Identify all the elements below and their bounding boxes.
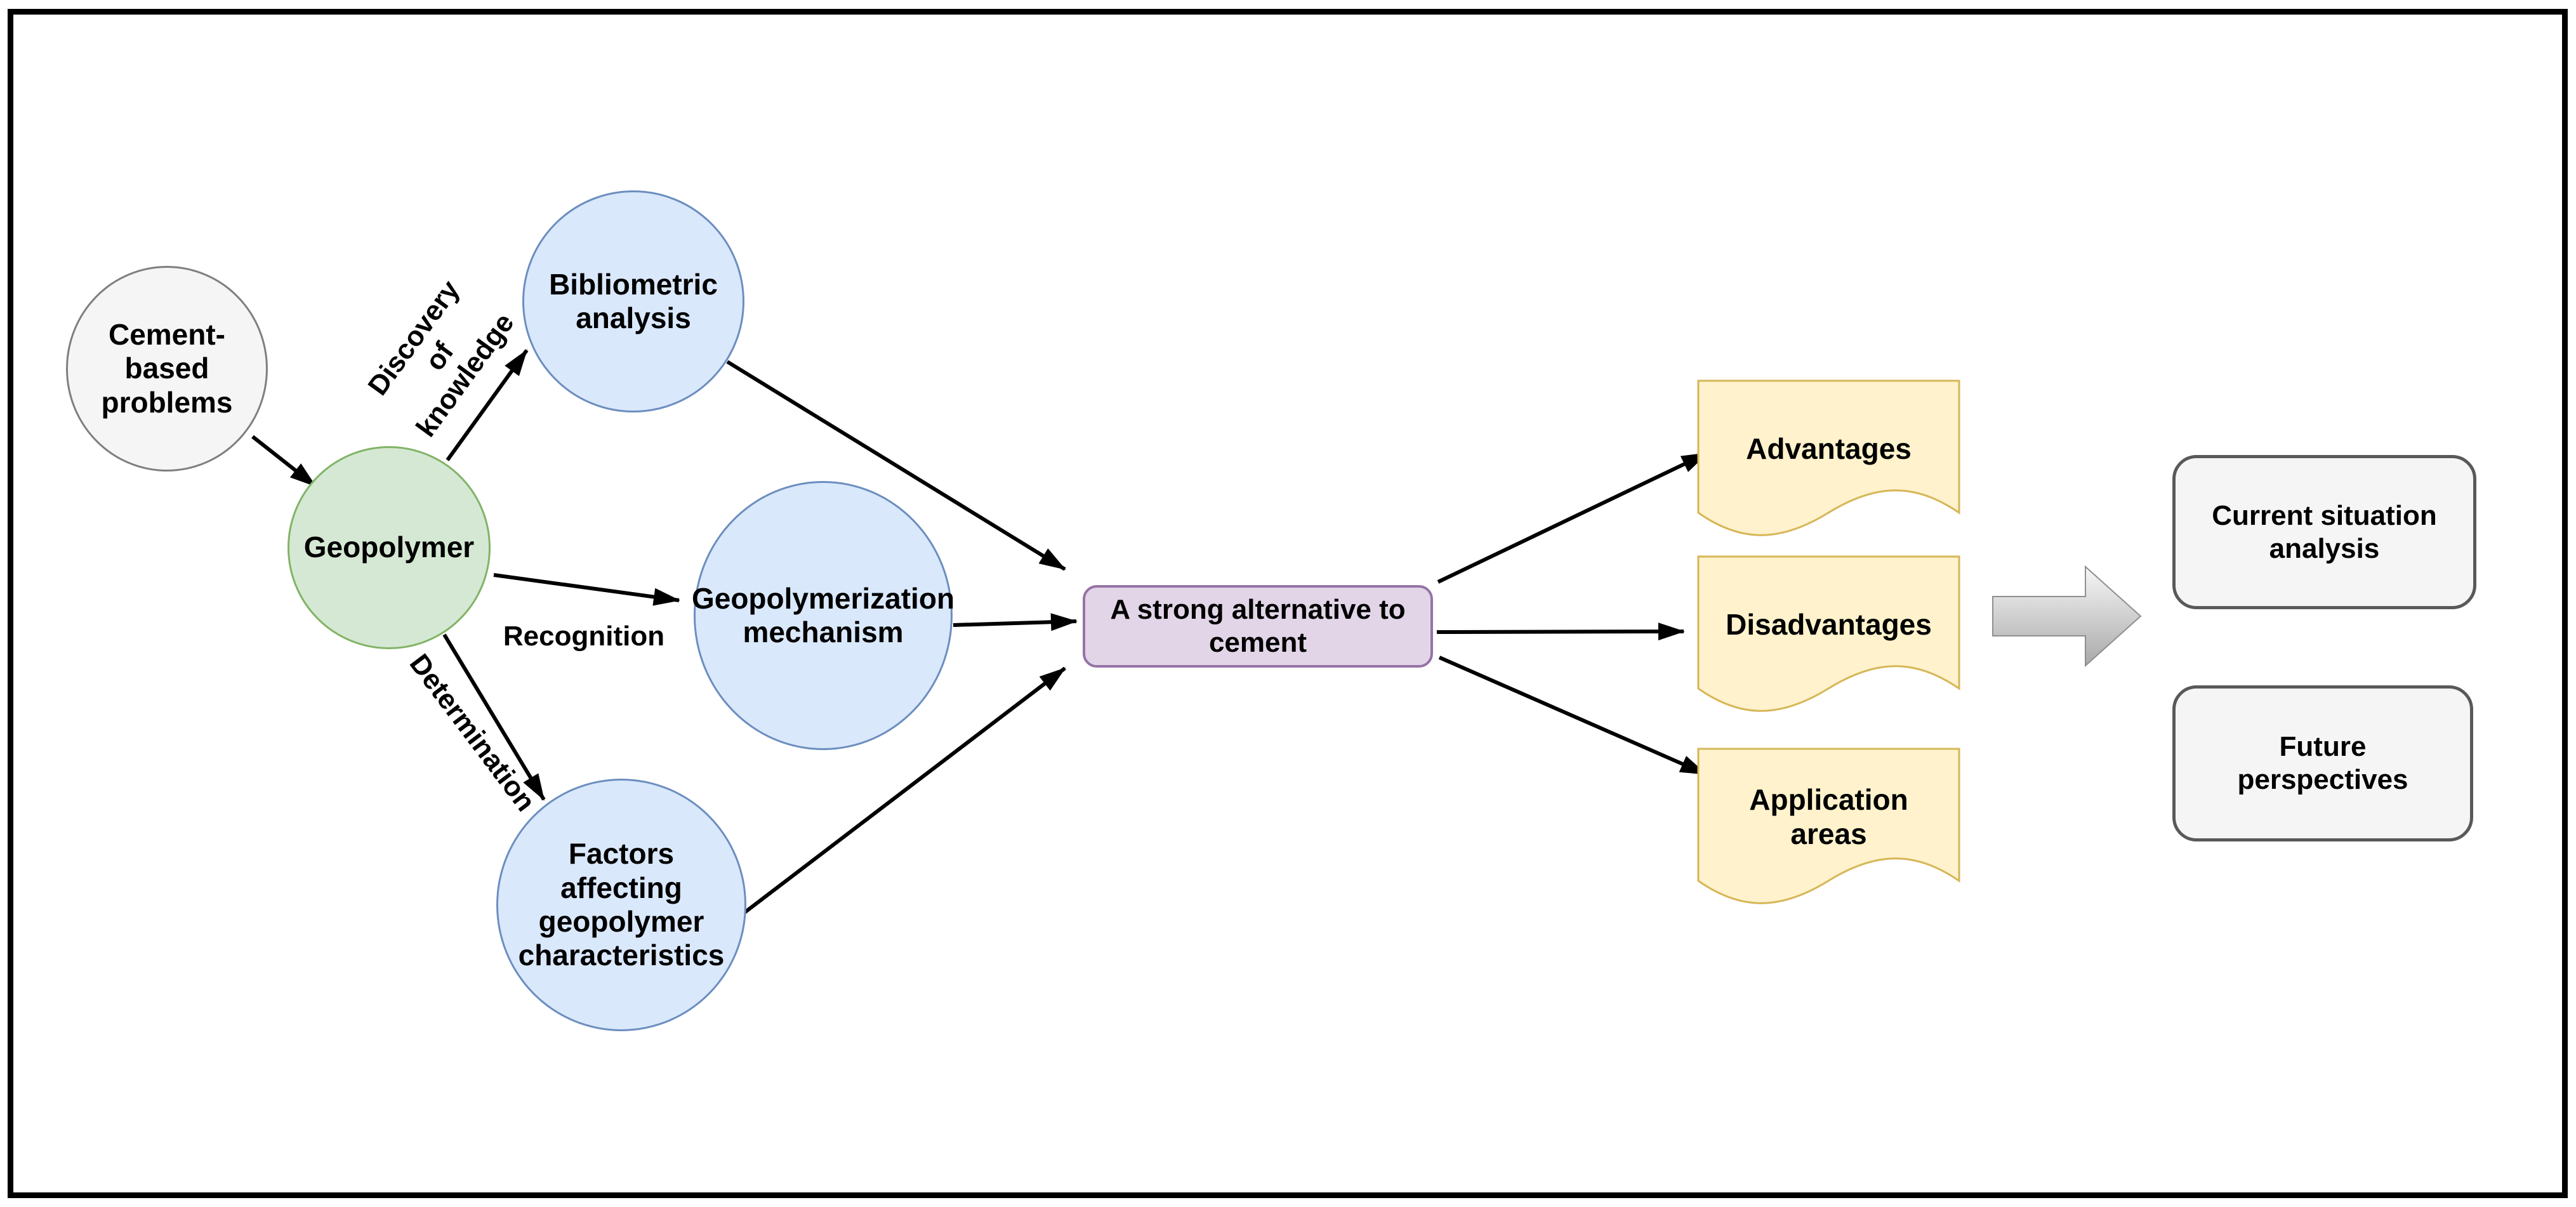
- factors-label: Factors affecting geopolymer characteris…: [518, 837, 725, 972]
- node-future-perspectives: Future perspectives: [2172, 685, 2473, 841]
- node-geopolymerization-mechanism: Geopolymerization mechanism: [691, 481, 955, 750]
- arrow-alternative-to-advantages: [1437, 451, 1708, 584]
- alternative-label: A strong alternative to cement: [1110, 594, 1406, 658]
- bibliometric-label: Bibliometric analysis: [549, 267, 718, 334]
- arrow-geopolymer-to-factors: [442, 633, 546, 801]
- disadvantages-doc-shape: [1697, 555, 1960, 712]
- advantages-label: Advantages: [1746, 432, 1912, 465]
- node-bibliometric-analysis: Bibliometric analysis: [522, 190, 744, 412]
- node-cement-based-problems: Cement- based problems: [66, 266, 268, 472]
- arrow-cement-to-geopolymer: [251, 435, 317, 488]
- arrow-mechanism-to-alternative: [953, 613, 1078, 631]
- node-disadvantages-doc: Disadvantages: [1697, 557, 1960, 693]
- arrow-geopolymer-to-bibliometric: [446, 349, 529, 461]
- node-geopolymer: Geopolymer: [287, 446, 491, 649]
- arrow-alternative-to-disadvantages: [1436, 623, 1685, 641]
- diagram-border: [8, 9, 2568, 1198]
- arrow-alternative-to-application-areas: [1438, 656, 1707, 776]
- mechanism-label: Geopolymerization mechanism: [691, 581, 955, 649]
- node-strong-alternative-to-cement: A strong alternative to cement: [1083, 585, 1433, 668]
- cement-problems-label: Cement- based problems: [101, 317, 233, 419]
- advantages-doc-shape: [1697, 379, 1960, 536]
- application-areas-label: Application areas: [1749, 783, 1908, 850]
- geopolymer-label: Geopolymer: [303, 531, 475, 564]
- node-advantages-doc: Advantages: [1697, 381, 1960, 517]
- application-areas-doc-shape: [1697, 748, 1960, 904]
- current-situation-label: Current situation analysis: [2212, 499, 2437, 564]
- block-arrow-right-icon: [1992, 565, 2142, 668]
- node-current-situation-analysis: Current situation analysis: [2172, 455, 2476, 609]
- node-application-areas-doc: Application areas: [1697, 749, 1960, 885]
- edge-label-recognition: Recognition: [503, 621, 665, 652]
- arrow-factors-to-alternative: [735, 666, 1066, 921]
- arrow-geopolymer-to-mechanism: [493, 573, 680, 606]
- arrow-bibliometric-to-alternative: [726, 360, 1066, 571]
- future-perspectives-label: Future perspectives: [2237, 731, 2408, 795]
- disadvantages-label: Disadvantages: [1726, 607, 1932, 641]
- node-factors-affecting-characteristics: Factors affecting geopolymer characteris…: [496, 779, 746, 1031]
